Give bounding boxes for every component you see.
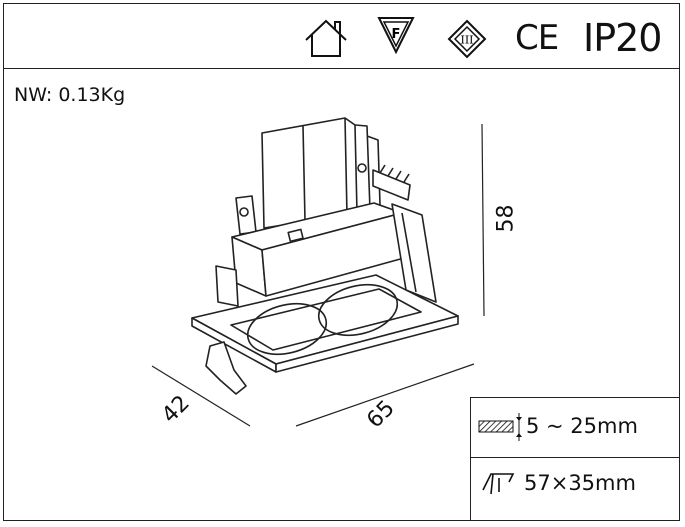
diagram-frame — [3, 3, 680, 521]
spec-divider — [470, 457, 680, 458]
ip-rating: IP20 — [583, 16, 662, 60]
cutout-icon — [482, 473, 515, 495]
f-mark-icon: F — [377, 17, 415, 55]
ceiling-thickness-value: 5 ~ 25mm — [526, 414, 638, 438]
spec-box — [470, 397, 680, 521]
class-iii-icon: III — [447, 19, 487, 59]
cutout-value: 57×35mm — [524, 471, 636, 495]
height-dimension: 58 — [493, 204, 519, 233]
class-iii-label: III — [460, 34, 473, 47]
ceiling-thickness-icon — [478, 413, 522, 441]
house-icon — [305, 19, 347, 57]
net-weight: NW: 0.13Kg — [14, 84, 126, 106]
ce-mark: CE — [515, 18, 559, 58]
header-divider — [3, 68, 680, 69]
f-mark-letter: F — [392, 27, 401, 42]
